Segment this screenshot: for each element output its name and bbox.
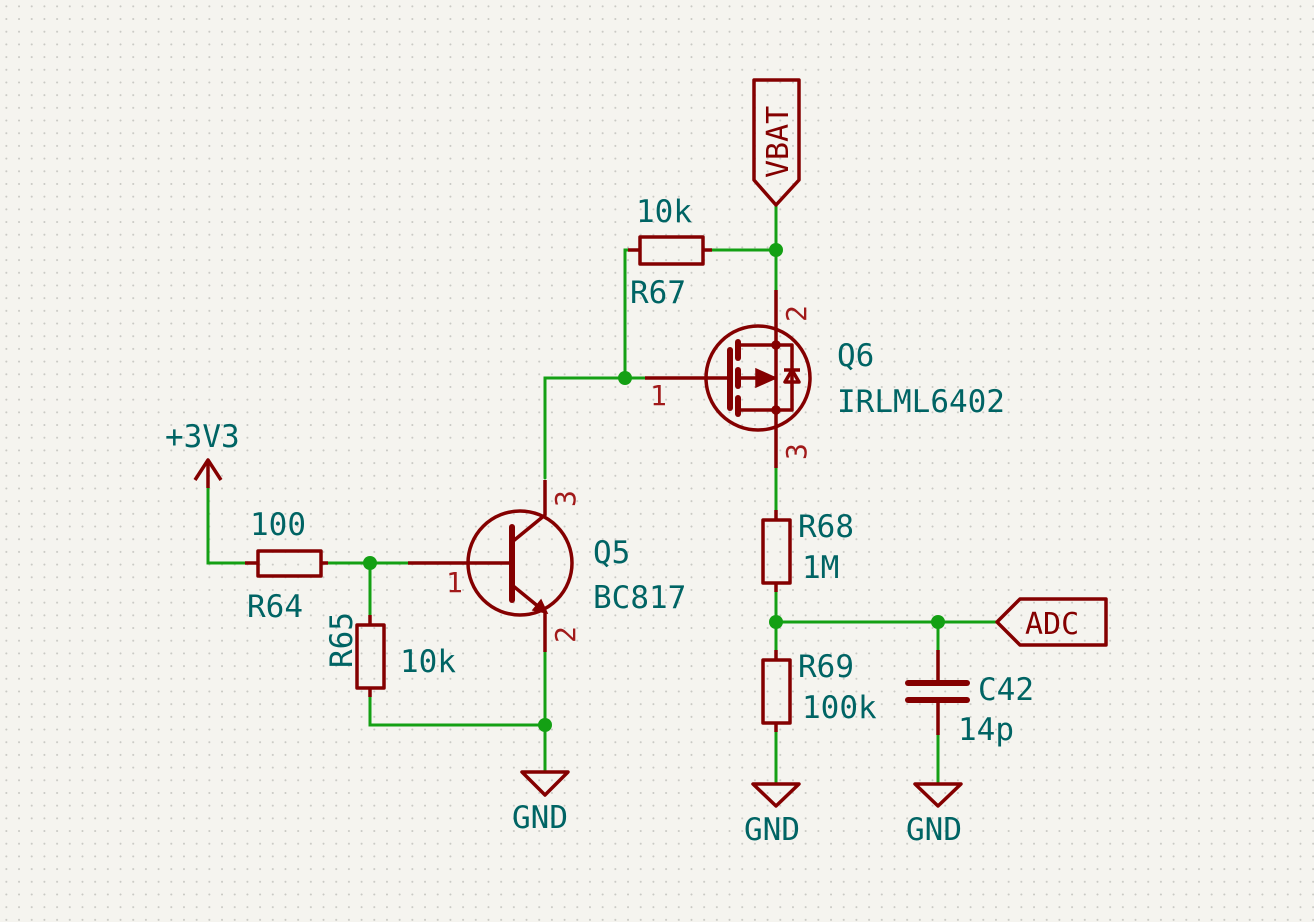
junction-divider xyxy=(769,615,783,629)
resistor-r65: R65 10k xyxy=(324,612,456,697)
q5-pin-collector: 3 xyxy=(549,490,582,507)
gnd-label-r69: GND xyxy=(744,812,800,848)
adc-label-text: ADC xyxy=(1025,607,1079,642)
transistor-q5: 1 3 2 Q5 BC817 xyxy=(408,480,686,652)
c42-ref: C42 xyxy=(978,672,1034,708)
resistor-r68: R68 1M xyxy=(761,509,854,592)
gnd-symbol-r69: GND xyxy=(744,782,801,848)
resistor-r69: R69 100k xyxy=(761,649,877,732)
r68-value: 1M xyxy=(802,550,839,586)
q6-value: IRLML6402 xyxy=(837,384,1005,420)
junction-base xyxy=(363,556,377,570)
wire-gate-r67 xyxy=(623,248,632,380)
mosfet-q6: 1 2 3 Q6 IRLML6402 xyxy=(645,290,1005,468)
wire-q5-collector-gate xyxy=(543,376,647,480)
junctions xyxy=(363,243,945,732)
global-label-vbat: VBAT xyxy=(752,78,801,207)
r67-value: 10k xyxy=(636,194,692,230)
gnd-symbol-q5: GND xyxy=(512,770,570,836)
q5-pin-emitter: 2 xyxy=(549,626,582,643)
r69-ref: R69 xyxy=(798,649,854,685)
junction-vbat xyxy=(769,243,783,257)
r69-value: 100k xyxy=(802,690,877,726)
q6-pin-drain: 3 xyxy=(780,443,813,460)
resistor-r64: 100 R64 xyxy=(245,507,328,625)
q6-pin-source: 2 xyxy=(780,305,813,322)
r64-value: 100 xyxy=(250,507,306,543)
q6-ref: Q6 xyxy=(837,338,874,374)
gnd-label-q5: GND xyxy=(512,800,568,836)
q5-ref: Q5 xyxy=(593,535,630,571)
wire-3v3-r64 xyxy=(206,486,252,565)
r67-ref: R67 xyxy=(630,275,686,311)
junction-gate xyxy=(618,371,632,385)
gnd-symbol-c42: GND xyxy=(906,782,963,848)
r68-ref: R68 xyxy=(798,509,854,545)
wire-r65-gnd xyxy=(368,688,547,727)
q6-pin-gate: 1 xyxy=(650,379,667,412)
power-3v3-symbol: +3V3 xyxy=(165,419,240,488)
q5-value: BC817 xyxy=(593,580,686,616)
junction-gnd-q5 xyxy=(538,718,552,732)
r64-ref: R64 xyxy=(247,589,303,625)
vbat-label-text: VBAT xyxy=(761,106,796,178)
c42-value: 14p xyxy=(958,712,1014,748)
r65-value: 10k xyxy=(400,644,456,680)
junction-adc xyxy=(931,615,945,629)
global-label-adc: ADC xyxy=(995,597,1108,647)
r65-ref: R65 xyxy=(324,612,360,668)
gnd-label-c42: GND xyxy=(906,812,962,848)
power-3v3-label: +3V3 xyxy=(165,419,240,455)
capacitor-c42: C42 14p xyxy=(905,650,1034,748)
wires xyxy=(206,203,999,784)
resistor-r67: 10k R67 xyxy=(628,194,712,311)
q5-pin-base: 1 xyxy=(446,566,463,599)
